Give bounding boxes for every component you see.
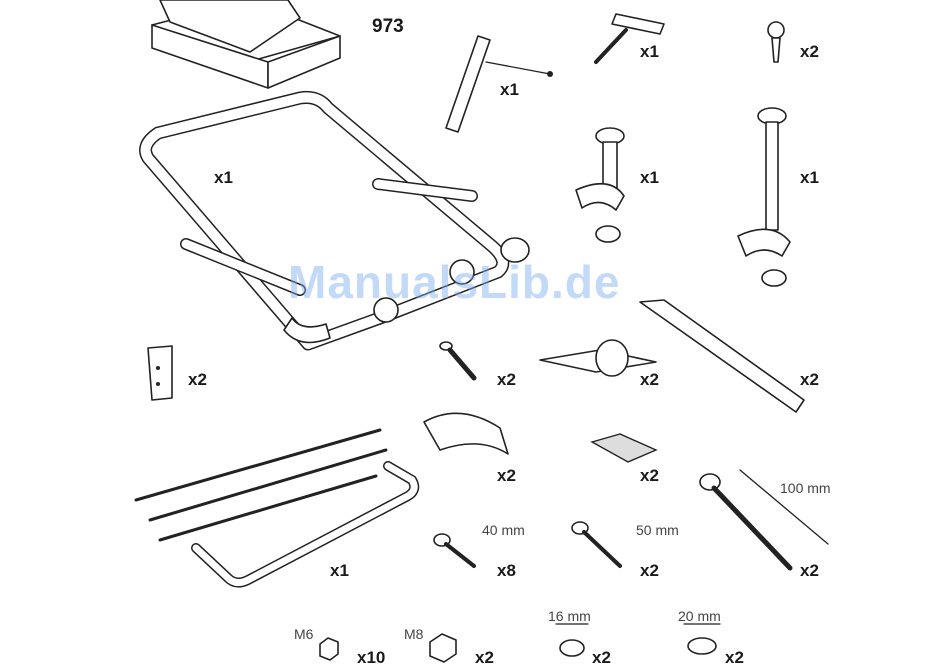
bracket-illustration: [148, 346, 172, 400]
dim-bolt-40: 40 mm: [482, 522, 525, 538]
model-number: 973: [372, 16, 404, 38]
qty-tube-wrench: x1: [500, 80, 519, 100]
strap-illustration: [640, 300, 804, 412]
qty-pin: x2: [497, 370, 516, 390]
dim-bolt-100: 100 mm: [780, 480, 831, 496]
washer-20-illustration: [684, 624, 720, 654]
long-frame-clamp-illustration: [738, 108, 790, 286]
qty-pad: x2: [640, 466, 659, 486]
qty-bolt-100: x2: [800, 561, 819, 581]
qty-hex-key: x1: [640, 42, 659, 62]
dim-washer-16: 16 mm: [548, 608, 591, 624]
qty-saddle-clip: x2: [497, 466, 516, 486]
dim-bolt-50: 50 mm: [636, 522, 679, 538]
pad-illustration: [592, 434, 656, 462]
short-frame-clamp-illustration: [576, 128, 624, 242]
qty-washer-20: x2: [725, 648, 744, 668]
pin-illustration: [440, 342, 474, 378]
qty-bolt-50: x2: [640, 561, 659, 581]
lower-frame-illustration: [136, 430, 414, 583]
qty-bolt-40: x8: [497, 561, 516, 581]
size-nut-m6: M6: [294, 626, 313, 642]
qty-washer-16: x2: [592, 648, 611, 668]
size-nut-m8: M8: [404, 626, 423, 642]
saddle-clip-illustration: [424, 413, 508, 454]
bolt-50-illustration: [572, 522, 620, 566]
qty-wheel-holder: x2: [640, 370, 659, 390]
qty-nut-m8: x2: [475, 648, 494, 668]
qty-short-frame-clamp: x1: [640, 168, 659, 188]
key-illustration: [768, 22, 784, 62]
box-illustration: [152, 0, 340, 88]
qty-nut-m6: x10: [357, 648, 385, 668]
nut-m6-illustration: [320, 638, 338, 660]
qty-strap: x2: [800, 370, 819, 390]
qty-bracket: x2: [188, 370, 207, 390]
watermark: ManualsLib.de: [288, 255, 620, 309]
bolt-40-illustration: [434, 534, 474, 566]
nut-m8-illustration: [430, 634, 456, 662]
dim-washer-20: 20 mm: [678, 608, 721, 624]
qty-lower-frame: x1: [330, 561, 349, 581]
wheel-holder-illustration: [540, 340, 656, 376]
qty-main-frame: x1: [214, 168, 233, 188]
qty-long-frame-clamp: x1: [800, 168, 819, 188]
washer-16-illustration: [556, 624, 588, 656]
qty-key: x2: [800, 42, 819, 62]
